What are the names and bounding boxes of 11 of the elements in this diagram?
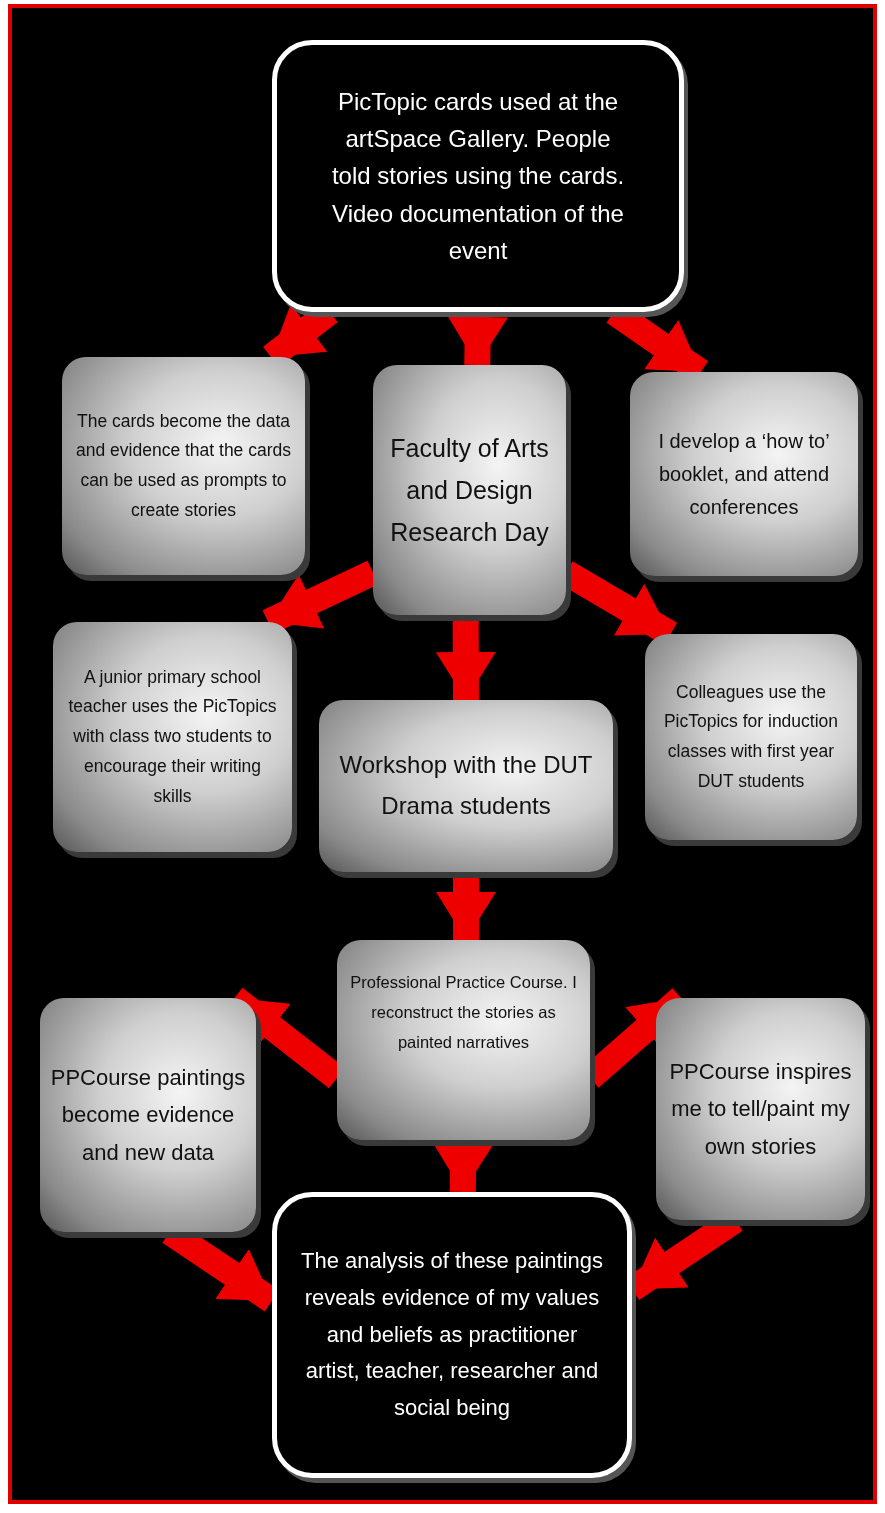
node-text: PicTopic cards used at the artSpace Gallery. People told stories using the cards. Video documentation of the event [330,87,626,266]
node-text: PPCourse paintings become evidence and new data [49,1063,247,1167]
node-text: Colleagues use the PicTopics for induction classes with first year DUT students [663,680,839,793]
node-text: Workshop with the DUT Drama students [338,750,594,821]
node-text: A junior primary school teacher uses the PicTopics with class two students to encourage their writing skills [67,665,278,808]
node-text: PPCourse inspires me to tell/paint my own stories [668,1057,853,1161]
node-text: The cards become the data and evidence that the cards can be used as prompts to create stories [76,409,291,522]
node-text: Professional Practice Course. I reconstruct the stories as painted narratives [349,972,578,1053]
node-text: Faculty of Arts and Design Research Day [389,433,550,548]
node-text: The analysis of these paintings reveals evidence of my values and beliefs as practitioner artist, teacher, researcher and social being [299,1246,605,1423]
node-text: I develop a ‘how to’ booklet, and attend conferences [657,428,831,520]
